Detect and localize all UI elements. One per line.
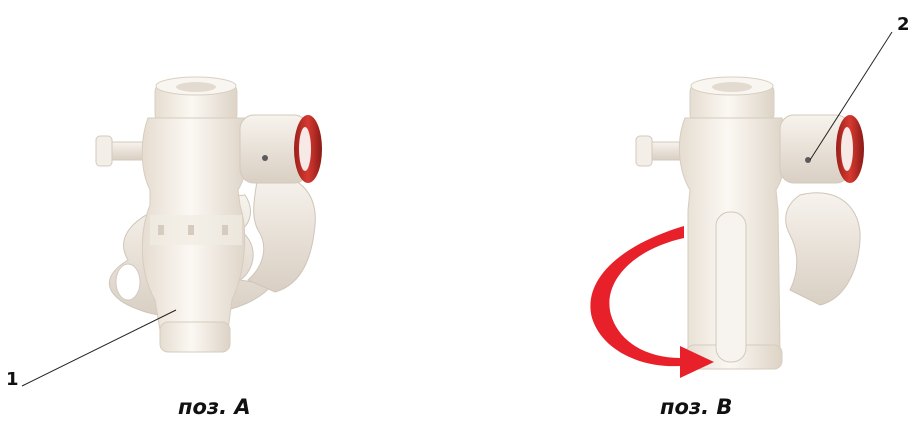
faucet-position-b — [636, 77, 864, 369]
caption-position-b: поз. В — [660, 395, 732, 419]
callout-1: 1 — [6, 369, 19, 390]
faucet-position-a — [96, 77, 322, 352]
caption-position-a: поз. А — [178, 395, 251, 419]
callout-2: 2 — [897, 14, 910, 35]
leader-line-1 — [22, 310, 176, 386]
